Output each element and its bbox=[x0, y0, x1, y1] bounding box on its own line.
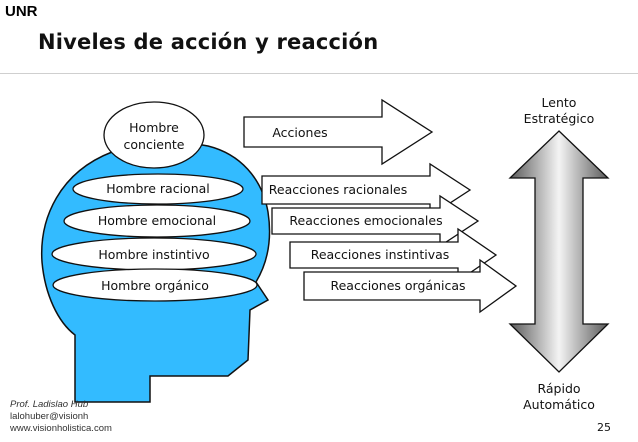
label-hombre-emocional: Hombre emocional bbox=[98, 213, 216, 228]
label-reacciones-racionales: Reacciones racionales bbox=[269, 182, 408, 197]
speed-double-arrow bbox=[508, 130, 610, 373]
label-hombre-organico: Hombre orgánico bbox=[101, 278, 209, 293]
arrow-acciones bbox=[243, 98, 434, 166]
label-rapido: Rápido bbox=[537, 381, 581, 396]
label-reacciones-organicas: Reacciones orgánicas bbox=[330, 278, 465, 293]
arrow-reacciones-instintivas bbox=[289, 227, 498, 283]
footer-author: Prof. Ladislao Hub bbox=[10, 399, 89, 410]
ellipse-hombre-organico bbox=[52, 268, 258, 302]
label-lento: Lento bbox=[541, 95, 577, 110]
brand-logo: UNR bbox=[5, 3, 38, 20]
ellipse-hombre-conciente bbox=[103, 101, 205, 169]
ellipse-hombre-racional bbox=[72, 173, 244, 205]
ellipse-hombre-emocional bbox=[63, 204, 251, 238]
label-reacciones-emocionales: Reacciones emocionales bbox=[289, 213, 442, 228]
label-reacciones-instintivas: Reacciones instintivas bbox=[311, 247, 450, 262]
label-acciones: Acciones bbox=[272, 125, 327, 140]
footer-email: lalohuber@visionh bbox=[10, 411, 89, 422]
title-divider bbox=[0, 73, 638, 74]
slide-title: Niveles de acción y reacción bbox=[38, 30, 379, 54]
page-number: 25 bbox=[597, 421, 611, 434]
label-lento-estrategico: Lento Estratégico bbox=[504, 95, 614, 127]
label-hombre-instintivo: Hombre instintivo bbox=[98, 247, 209, 262]
label-automatico: Automático bbox=[523, 397, 595, 412]
footer-web: www.visionholistica.com bbox=[10, 423, 112, 434]
arrow-reacciones-organicas bbox=[303, 258, 518, 314]
label-conciente-line2: conciente bbox=[124, 137, 185, 152]
label-hombre-line1: Hombre bbox=[129, 120, 179, 135]
label-rapido-automatico: Rápido Automático bbox=[504, 381, 614, 413]
footer-credits: Prof. Ladislao Hub lalohuber@visionh www… bbox=[10, 399, 180, 435]
label-hombre-racional: Hombre racional bbox=[106, 181, 210, 196]
label-estrategico: Estratégico bbox=[523, 111, 595, 126]
